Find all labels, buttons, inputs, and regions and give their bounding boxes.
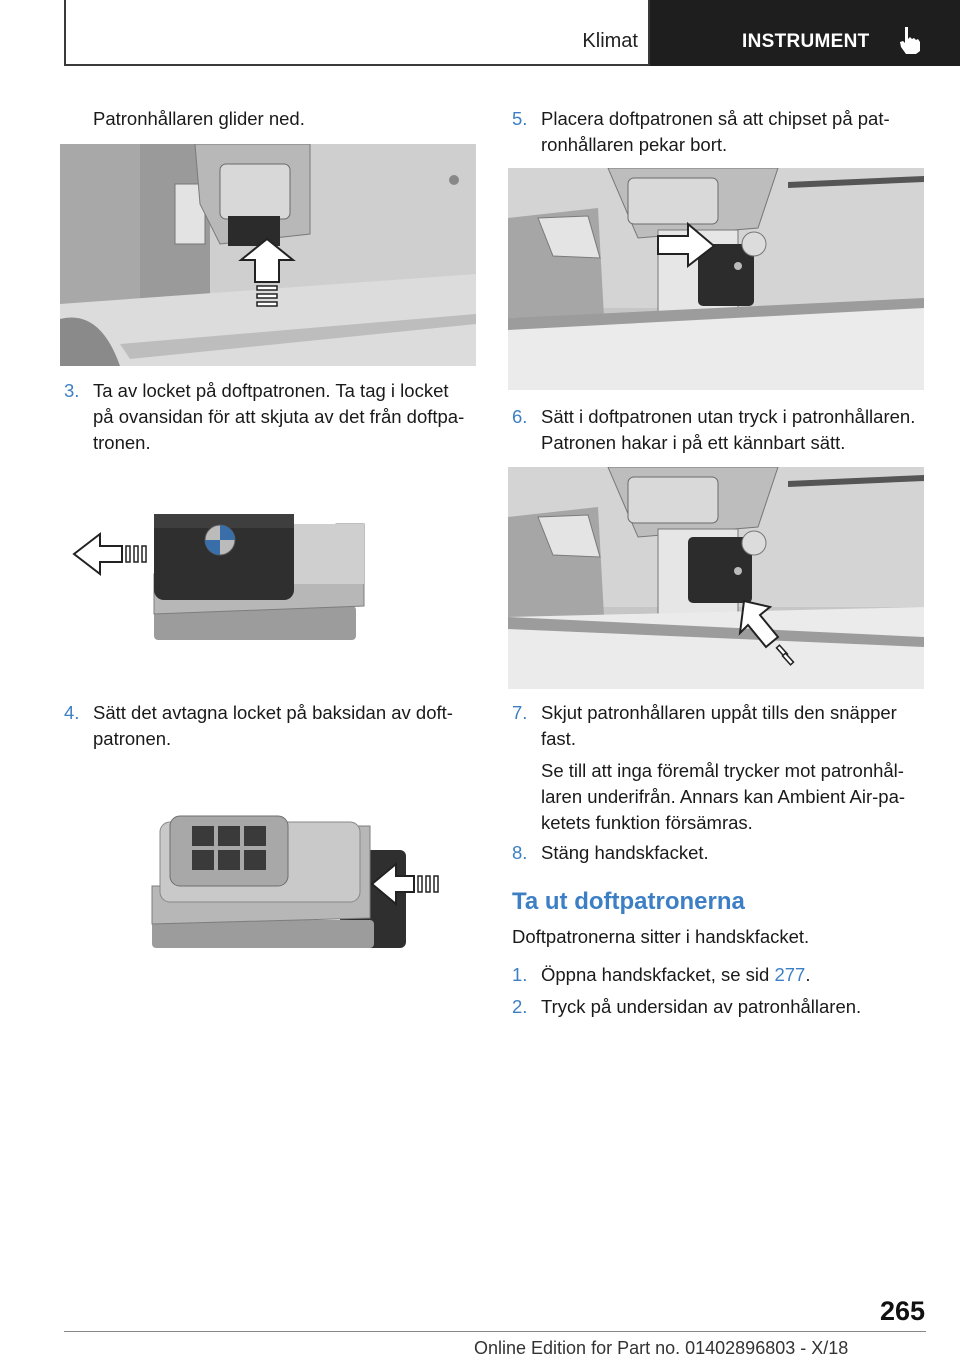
header-tab-label: INSTRUMENT (742, 31, 870, 52)
step-text-line: Skjut patronhållaren uppåt tills den snä… (541, 702, 897, 723)
step-text-line: Sätt det avtagna locket på baksidan av d… (93, 702, 453, 723)
step-text-line: Patronen hakar i på ett kännbart sätt. (541, 432, 846, 453)
section-intro: Doftpatronerna sitter i handskfacket. (512, 926, 810, 947)
step-number: 1. (512, 964, 528, 985)
section-heading: Ta ut doftpatronerna (512, 888, 745, 915)
step-text-end: . (805, 964, 811, 985)
header-frame (64, 0, 650, 66)
step-text-line: Placera doftpatronen så att chipset på p… (541, 108, 890, 129)
figure-remove-cap (60, 496, 476, 648)
step-number: 4. (64, 702, 80, 723)
footer-divider (64, 1331, 926, 1332)
step-text: Tryck på undersidan av patronhållaren. (541, 996, 862, 1017)
figure-insert-cartridge (508, 467, 924, 689)
page-link[interactable]: 277 (774, 964, 806, 985)
step-number: 3. (64, 380, 80, 401)
header-section-title: Klimat (582, 30, 638, 52)
step-text-line: Ta av locket på doftpatronen. Ta tag i l… (93, 380, 449, 401)
step-text: Öppna handskfacket, se sid (541, 964, 775, 985)
figure-attach-cap (60, 800, 476, 956)
step-number: 5. (512, 108, 528, 129)
pointing-hand-icon (900, 27, 920, 54)
step-note-line: laren underifrån. Annars kan Ambient Air… (541, 786, 906, 807)
step-text: Stäng handskfacket. (541, 842, 709, 863)
step-text-line: patronen. (93, 728, 172, 749)
step-text-line: tronen. (93, 432, 151, 453)
step-number: 8. (512, 842, 528, 863)
step-text-line: på ovansidan för att skjuta av det från … (93, 406, 465, 427)
step-text-line: Sätt i doftpatronen utan tryck i patronh… (541, 406, 916, 427)
figure-place-cartridge (508, 168, 924, 390)
page-number: 265 (880, 1296, 926, 1326)
figure-holder-slides-down (60, 144, 476, 366)
step-note-line: Se till att inga föremål trycker mot pat… (541, 760, 904, 781)
intro-text: Patronhållaren glider ned. (93, 108, 305, 129)
footer-edition: Online Edition for Part no. 01402896803 … (474, 1338, 849, 1358)
step-number: 6. (512, 406, 528, 427)
step-number: 7. (512, 702, 528, 723)
step-number: 2. (512, 996, 528, 1017)
step-note-line: ketets funktion försämras. (541, 812, 753, 833)
step-text-line: fast. (541, 728, 576, 749)
step-text-line: ronhållaren pekar bort. (541, 134, 728, 155)
header-tab[interactable]: INSTRUMENT (650, 0, 960, 66)
